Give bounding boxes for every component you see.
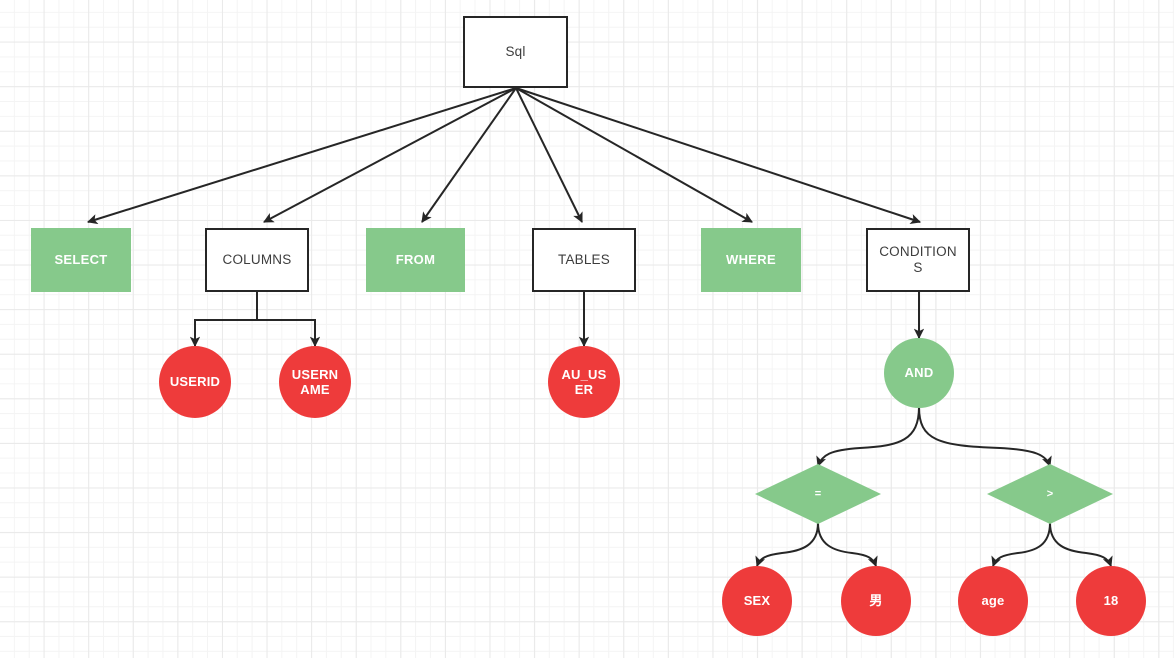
node-tables-label: TABLES — [558, 252, 610, 268]
node-from-label: FROM — [395, 252, 436, 268]
edge-columns-userid — [189, 292, 258, 348]
node-conditions[interactable]: CONDITION S — [866, 228, 970, 292]
node-and[interactable]: AND — [884, 338, 954, 408]
node-age[interactable]: age — [958, 566, 1028, 636]
node-eighteen[interactable]: 18 — [1076, 566, 1146, 636]
node-where[interactable]: WHERE — [701, 228, 801, 292]
node-and-label: AND — [904, 365, 934, 381]
node-sql[interactable]: Sql — [463, 16, 568, 88]
node-username[interactable]: USERN AME — [279, 346, 351, 418]
node-columns-label: COLUMNS — [222, 252, 292, 268]
node-userid[interactable]: USERID — [159, 346, 231, 418]
edge-root-from — [421, 87, 517, 223]
node-select[interactable]: SELECT — [31, 228, 131, 292]
node-from[interactable]: FROM — [366, 228, 465, 292]
node-male-label: 男 — [869, 593, 883, 609]
node-username-label-line1: USERN — [291, 366, 339, 382]
node-select-label: SELECT — [54, 252, 108, 268]
node-tables[interactable]: TABLES — [532, 228, 636, 292]
node-operator-greater-than[interactable]: > — [987, 464, 1113, 524]
node-male[interactable]: 男 — [841, 566, 911, 636]
edge-root-columns — [263, 87, 517, 223]
node-au-user-label-line1: AU_US — [561, 366, 607, 382]
edge-root-tables — [515, 87, 583, 223]
edge-root-select — [87, 87, 517, 225]
node-sql-label: Sql — [505, 44, 526, 60]
node-sex-label: SEX — [743, 593, 771, 609]
node-conditions-label-line1: CONDITION — [879, 244, 957, 260]
edge-gt-eighteen — [1049, 522, 1113, 567]
diamond-shape-equals — [755, 464, 881, 524]
edge-and-gt — [918, 406, 1052, 467]
edge-gt-age — [991, 522, 1051, 567]
node-operator-greater-than-label: > — [1046, 488, 1054, 500]
edge-and-eq — [816, 406, 920, 467]
edge-root-conditions — [515, 87, 921, 224]
node-sex[interactable]: SEX — [722, 566, 792, 636]
edge-root-where — [515, 87, 753, 223]
node-operator-equals[interactable]: = — [755, 464, 881, 524]
node-eighteen-label: 18 — [1103, 593, 1119, 609]
node-username-label-line2: AME — [300, 382, 330, 397]
node-conditions-label-line2: S — [913, 260, 923, 275]
node-au-user[interactable]: AU_US ER — [548, 346, 620, 418]
node-columns[interactable]: COLUMNS — [205, 228, 309, 292]
node-userid-label: USERID — [169, 374, 221, 390]
edge-eq-male — [817, 522, 878, 567]
node-where-label: WHERE — [726, 252, 776, 268]
node-operator-equals-label: = — [814, 488, 822, 500]
diamond-shape-greater-than — [987, 464, 1113, 524]
node-au-user-label-line2: ER — [574, 382, 594, 397]
node-age-label: age — [981, 593, 1005, 609]
edge-columns-username — [256, 292, 321, 348]
edge-eq-sex — [755, 522, 819, 567]
